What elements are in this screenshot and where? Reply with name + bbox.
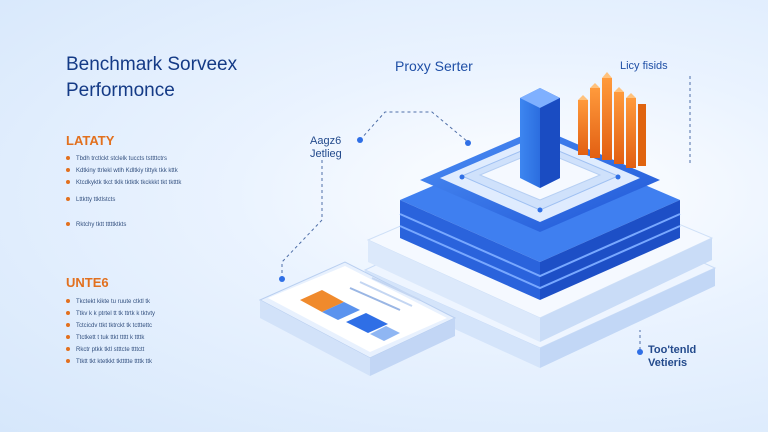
blue-metric-bar bbox=[520, 88, 560, 188]
vertical-label: Too'tenld Vetieris bbox=[648, 344, 697, 369]
connector-dot-icon bbox=[465, 140, 471, 146]
bullet-dot-icon bbox=[66, 180, 70, 185]
connector-lines bbox=[281, 76, 691, 350]
list-item: Lttktty ttktlstcts bbox=[66, 194, 181, 206]
page-title: Benchmark Sorveex Performonce bbox=[66, 52, 237, 104]
list-item: Ktcdkyktk tkct tklk tktktk tkckkkt tkt t… bbox=[66, 177, 181, 189]
connector-dot-icon bbox=[637, 349, 643, 355]
bullet-dot-icon bbox=[66, 347, 70, 352]
connector-dot-icon bbox=[357, 137, 363, 143]
agg-jet-label: Aagz6 Jetlieg bbox=[310, 135, 342, 160]
list-item: Ttkv k k ptrtel tt tk ttrtk k tktvty bbox=[66, 308, 155, 320]
list-item: Rktchy tktt tttttktkts bbox=[66, 219, 181, 231]
bullet-dot-icon bbox=[66, 311, 70, 316]
bullet-dot-icon bbox=[66, 222, 70, 227]
latency-list: Tbdh trctlckt stclelk tuccts tsttttctrs … bbox=[66, 153, 181, 231]
bullet-dot-icon bbox=[66, 359, 70, 364]
dashboard-card-icon bbox=[258, 261, 457, 376]
title-line-1: Benchmark Sorveex bbox=[66, 54, 238, 75]
proxy-server-label: Proxy Serter bbox=[395, 58, 473, 74]
bullet-dot-icon bbox=[66, 168, 70, 173]
bullet-dot-icon bbox=[66, 197, 70, 202]
latency-heading: LATATY bbox=[66, 133, 115, 148]
throughput-list: Tkctekt kikte tu ruute ctktl tk Ttkv k k… bbox=[66, 296, 155, 368]
list-item: Ttktt tkt ktetkkt tkttttte ttttk ttk bbox=[66, 356, 155, 368]
title-line-2: Performonce bbox=[66, 80, 175, 101]
throughput-heading: UNTE6 bbox=[66, 275, 109, 290]
list-item: Tkctekt kikte tu ruute ctktl tk bbox=[66, 296, 155, 308]
bar-chart-icon bbox=[578, 72, 646, 168]
latency-metrics-label: Licy fisids bbox=[620, 60, 668, 72]
list-item: Kdtkiny ttrlekl wtlh Kdltkiy tittyk tkk … bbox=[66, 165, 181, 177]
bullet-dot-icon bbox=[66, 323, 70, 328]
connector-dot-icon bbox=[279, 276, 285, 282]
bullet-dot-icon bbox=[66, 156, 70, 161]
list-item: Rkctr ptkk tktl stttcte ttttctt bbox=[66, 344, 155, 356]
list-item: Ttctkett t tuk ttkt ttttt k ttttk bbox=[66, 332, 155, 344]
list-item: Tctcicdv ttkt tktrckt tk tctttettc bbox=[66, 320, 155, 332]
bullet-dot-icon bbox=[66, 299, 70, 304]
list-item: Tbdh trctlckt stclelk tuccts tsttttctrs bbox=[66, 153, 181, 165]
bullet-dot-icon bbox=[66, 335, 70, 340]
